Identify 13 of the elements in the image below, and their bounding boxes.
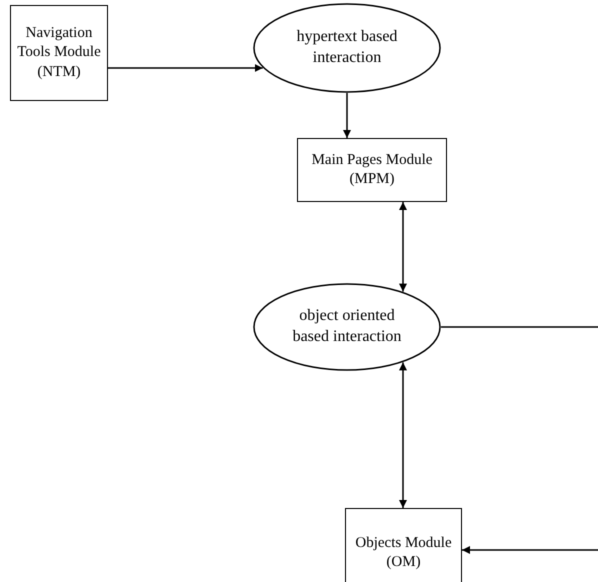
arrow: [399, 202, 407, 292]
node-label: hypertext based interaction: [296, 27, 398, 68]
module-box: [297, 138, 447, 202]
module-box: [345, 508, 462, 582]
node-label: Navigation Tools Module (NTM): [16, 24, 102, 82]
node-label: object oriented based interaction: [292, 306, 402, 347]
arrow: [343, 93, 351, 138]
module-box: [10, 5, 108, 101]
arrow: [462, 546, 598, 554]
node-label: Objects Module (OM): [354, 534, 453, 572]
node-label: Main Pages Module (MPM): [310, 150, 434, 189]
arrow: [108, 64, 263, 72]
arrow: [399, 362, 407, 508]
